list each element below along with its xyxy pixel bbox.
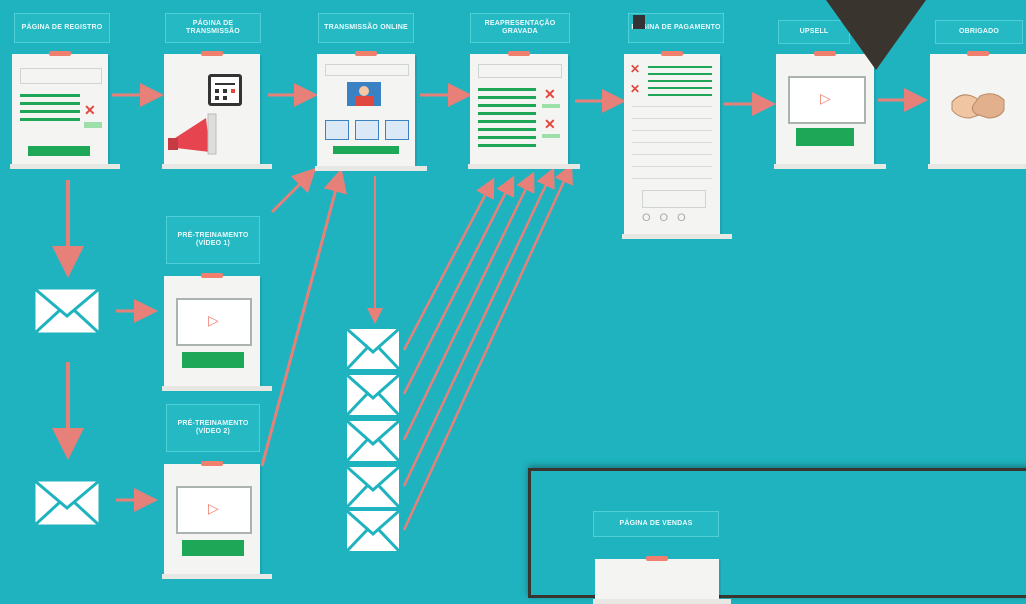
envelope-icon: [346, 420, 400, 462]
envelope-icon: [346, 374, 400, 416]
thank-you-card: [928, 51, 1026, 169]
video-frame: ▷: [788, 76, 866, 124]
play-icon: ▷: [208, 500, 219, 516]
payment-page-card: ✕ ✕ OOO: [622, 51, 732, 239]
video-frame: ▷: [176, 298, 252, 346]
arrow-video1-to-online: [270, 167, 317, 214]
form-header: [20, 68, 102, 84]
arrows-layer: [52, 83, 928, 531]
envelope-icon: [346, 510, 400, 552]
pre-training-1-card: ▷: [162, 273, 272, 391]
arrow-env1-to-replay: [402, 177, 495, 351]
label-broadcast-page: PÁGINA DE TRANSMISSÃO: [165, 13, 261, 43]
presenter-screen: [347, 82, 381, 106]
x-mark-icon: ✕: [630, 82, 641, 96]
play-icon: ▷: [208, 312, 219, 328]
registration-page-card: ✕: [10, 51, 120, 169]
envelope-icon: [346, 466, 400, 508]
arrow-env5-to-replay: [402, 163, 573, 531]
label-pre-training-1: PRÉ-TREINAMENTO (VÍDEO 1): [166, 216, 260, 264]
upsell-card: ▷: [774, 51, 886, 169]
envelope-icon: [34, 480, 100, 526]
label-sales-page: PÁGINA DE VENDAS: [593, 511, 719, 537]
label-pre-training-2: PRÉ-TREINAMENTO (VÍDEO 2): [166, 404, 260, 452]
arrow-env2-to-replay: [402, 175, 515, 395]
label-registration-page: PÁGINA DE REGISTRO: [14, 13, 110, 43]
x-mark-icon: ✕: [84, 102, 96, 118]
arrow-env3-to-replay: [402, 171, 535, 441]
pre-training-2-card: ▷: [162, 461, 272, 579]
funnel-diagram: PÁGINA DE REGISTRO PÁGINA DE TRANSMISSÃO…: [10, 0, 1026, 604]
label-replay: REAPRESENTAÇÃO GRAVADA: [470, 13, 570, 43]
play-icon: ▷: [820, 90, 831, 106]
label-online-broadcast: TRANSMISSÃO ONLINE: [318, 13, 414, 43]
handshake-icon: [951, 93, 1005, 119]
x-mark-icon: ✕: [544, 86, 556, 102]
arrow-video2-to-online: [260, 168, 347, 467]
megaphone-icon: [168, 113, 217, 155]
sales-page-card: [593, 556, 731, 604]
envelope-icon: [34, 288, 100, 334]
overlay-marker: [826, 0, 926, 70]
register-button: [28, 146, 90, 156]
online-broadcast-card: [315, 51, 427, 171]
video-frame: ▷: [176, 486, 252, 534]
broadcast-page-card: [162, 51, 272, 169]
card-icon: [633, 15, 645, 29]
calendar-icon: [208, 74, 242, 106]
sales-page-panel: PÁGINA DE VENDAS: [528, 468, 1026, 604]
envelope-icon: [346, 328, 400, 370]
arrow-env4-to-replay: [402, 167, 555, 487]
label-thank-you: OBRIGADO: [935, 20, 1023, 44]
x-mark-icon: ✕: [630, 62, 641, 76]
replay-card: ✕ ✕: [468, 51, 580, 169]
x-mark-icon: ✕: [544, 116, 556, 132]
